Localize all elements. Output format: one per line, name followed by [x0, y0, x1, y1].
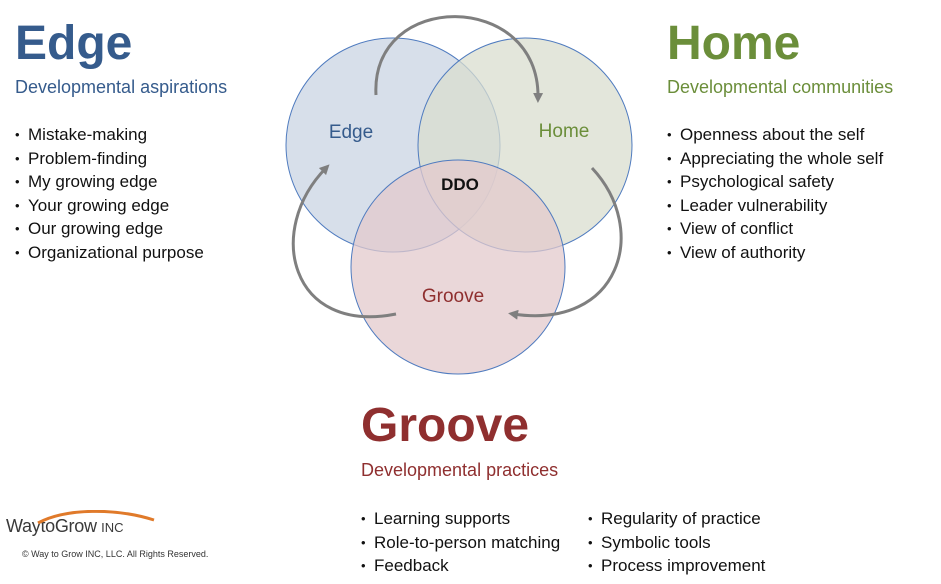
groove-list-item: Symbolic tools — [588, 531, 765, 555]
home-list-item: Openness about the self — [667, 123, 883, 147]
groove-list-right: Regularity of practiceSymbolic toolsProc… — [588, 507, 765, 578]
edge-list: Mistake-makingProblem-findingMy growing … — [15, 123, 204, 265]
edge-list-item: Your growing edge — [15, 194, 204, 218]
home-list-item: Psychological safety — [667, 170, 883, 194]
home-list-item: Leader vulnerability — [667, 194, 883, 218]
edge-list-item: My growing edge — [15, 170, 204, 194]
logo-to-grow: toGrow — [40, 516, 97, 536]
copyright-notice: © Way to Grow INC, LLC. All Rights Reser… — [22, 549, 209, 559]
groove-list-item: Role-to-person matching — [361, 531, 560, 555]
venn-groove-label: Groove — [422, 286, 484, 307]
edge-subtitle: Developmental aspirations — [15, 77, 228, 97]
company-logo: WaytoGrow INC — [6, 510, 155, 537]
edge-list-item: Mistake-making — [15, 123, 204, 147]
groove-list-item: Learning supports — [361, 507, 560, 531]
logo-inc: INC — [101, 520, 124, 535]
logo-way: Way — [6, 516, 41, 536]
home-circle — [417, 37, 633, 253]
arrow-groove-to-edge — [291, 164, 397, 319]
arrow-home-to-groove — [508, 166, 623, 320]
home-title: Home — [667, 17, 801, 70]
venn-center-label: DDO — [441, 175, 479, 194]
home-list-item: Appreciating the whole self — [667, 147, 883, 171]
logo-swoosh-icon — [37, 510, 155, 524]
groove-list-left: Learning supportsRole-to-person matching… — [361, 507, 560, 578]
home-subtitle: Developmental communities — [667, 77, 894, 97]
edge-title: Edge — [15, 17, 133, 70]
groove-subtitle: Developmental practices — [361, 460, 559, 480]
edge-list-item: Our growing edge — [15, 217, 204, 241]
venn-home-label: Home — [539, 121, 590, 142]
home-list-item: View of authority — [667, 241, 883, 265]
groove-list-item: Feedback — [361, 554, 560, 578]
groove-list-item: Regularity of practice — [588, 507, 765, 531]
edge-circle — [285, 37, 501, 253]
groove-list-item: Process improvement — [588, 554, 765, 578]
arrow-edge-to-home — [374, 15, 544, 103]
edge-list-item: Organizational purpose — [15, 241, 204, 265]
home-list: Openness about the selfAppreciating the … — [667, 123, 883, 265]
edge-section: Edge — [15, 20, 132, 68]
groove-circle — [350, 159, 566, 375]
home-list-item: View of conflict — [667, 217, 883, 241]
groove-title: Groove — [361, 399, 530, 452]
edge-list-item: Problem-finding — [15, 147, 204, 171]
venn-edge-label: Edge — [329, 122, 373, 143]
